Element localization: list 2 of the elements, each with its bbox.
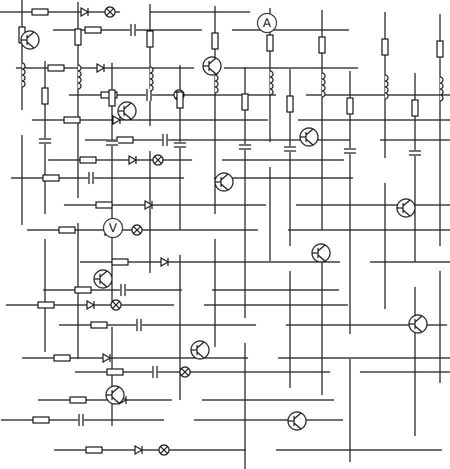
meter-symbol: A bbox=[257, 13, 277, 33]
meter-symbol: V bbox=[103, 218, 123, 238]
